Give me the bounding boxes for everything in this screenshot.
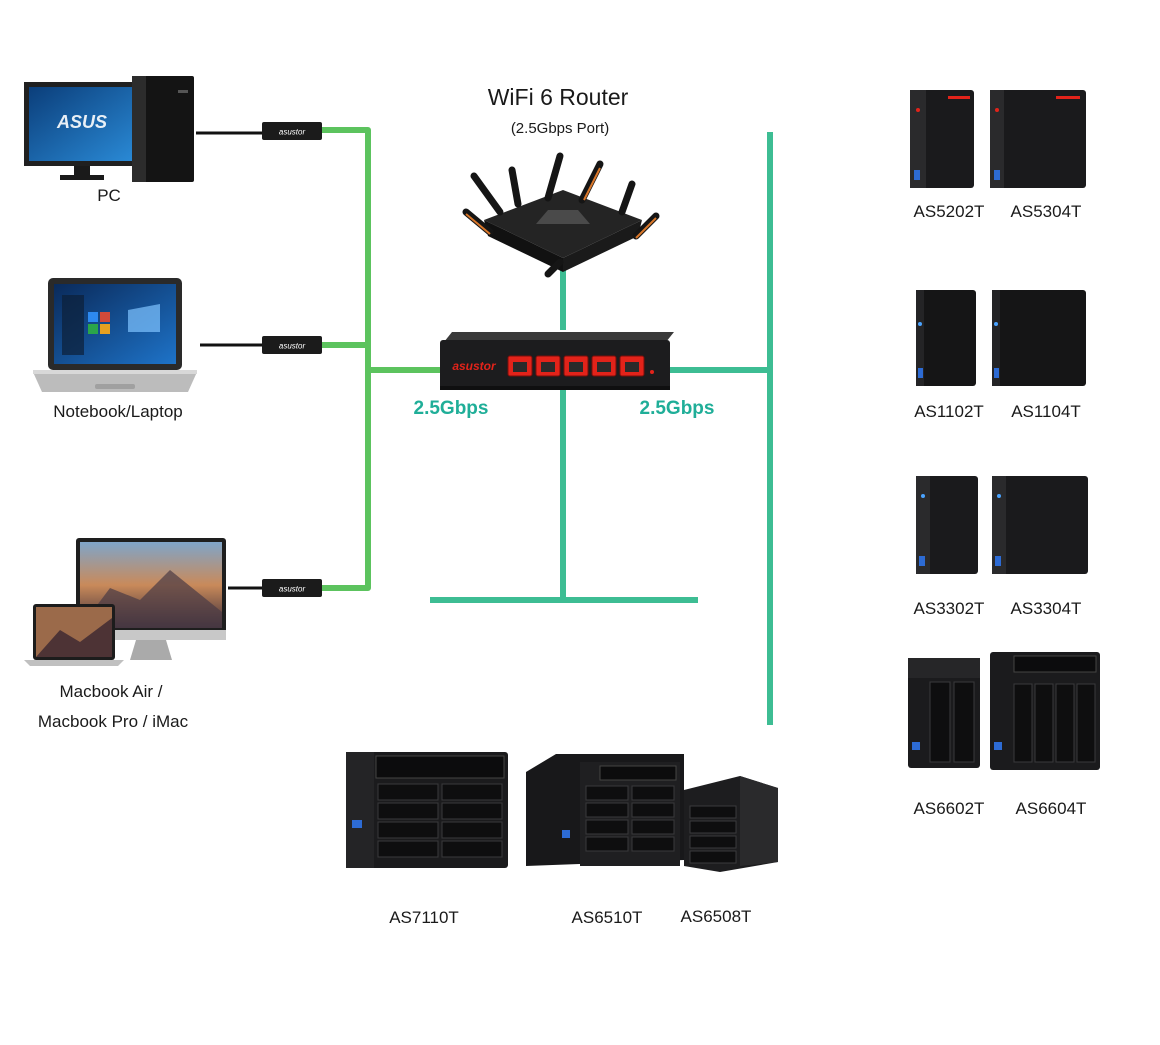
router-title: WiFi 6 Router bbox=[487, 84, 629, 110]
nas-label-as3302t: AS3302T bbox=[913, 599, 985, 618]
nas-label-as7110t: AS7110T bbox=[389, 908, 459, 927]
nas-as1104t bbox=[992, 290, 1086, 386]
client-label-laptop: Notebook/Laptop bbox=[53, 402, 183, 421]
pc-screen-logo: ASUS bbox=[56, 112, 107, 132]
adapter-brand-pc: asustor bbox=[279, 128, 306, 137]
nas-label-as6602t: AS6602T bbox=[913, 799, 985, 818]
nas-as6602t bbox=[908, 658, 980, 768]
client-cables bbox=[322, 127, 440, 591]
nas-label-as3304t: AS3304T bbox=[1010, 599, 1082, 618]
nas-label-as1104t: AS1104T bbox=[1011, 402, 1081, 421]
nas-as6510t bbox=[526, 754, 684, 866]
asustor-switch: asustor bbox=[440, 332, 674, 390]
nas-label-as5304t: AS5304T bbox=[1010, 202, 1082, 221]
nas-as3302t bbox=[916, 476, 978, 574]
usb-adapter-mac: asustor bbox=[262, 579, 322, 597]
nas-label-as6508t: AS6508T bbox=[680, 907, 752, 926]
nas-as1102t bbox=[916, 290, 976, 386]
router-subtitle: (2.5Gbps Port) bbox=[510, 120, 610, 137]
speed-label-left: 2.5Gbps bbox=[413, 398, 489, 419]
nas-cable-fades bbox=[427, 129, 900, 745]
adapter-brand-mac: asustor bbox=[279, 585, 306, 594]
nas-as3304t bbox=[992, 476, 1088, 574]
nas-as5202t bbox=[910, 90, 974, 188]
wifi6-router-illustration bbox=[462, 152, 660, 278]
nas-label-as5202t: AS5202T bbox=[913, 202, 985, 221]
adapter-brand-laptop: asustor bbox=[279, 342, 306, 351]
nas-cables bbox=[430, 132, 773, 725]
switch-brand: asustor bbox=[452, 359, 497, 373]
nas-label-as6510t: AS6510T bbox=[571, 908, 643, 927]
mac-illustration bbox=[24, 538, 226, 666]
nas-label-as6604t: AS6604T bbox=[1015, 799, 1087, 818]
laptop-illustration bbox=[33, 278, 197, 392]
usb-cables bbox=[196, 131, 262, 590]
nas-as6604t bbox=[990, 652, 1100, 770]
nas-label-as1102t: AS1102T bbox=[914, 402, 984, 421]
usb-adapter-laptop: asustor bbox=[262, 336, 322, 354]
nas-as6508t bbox=[684, 776, 778, 872]
nas-as5304t bbox=[990, 90, 1086, 188]
client-label-mac-line1: Macbook Air / bbox=[59, 682, 163, 701]
usb-adapter-pc: asustor bbox=[262, 122, 322, 140]
pc-illustration: ASUS bbox=[24, 76, 194, 182]
nas-as7110t bbox=[346, 752, 508, 868]
speed-label-right: 2.5Gbps bbox=[639, 398, 715, 419]
client-label-pc: PC bbox=[97, 186, 121, 205]
client-label-mac-line2: Macbook Pro / iMac bbox=[37, 712, 189, 731]
